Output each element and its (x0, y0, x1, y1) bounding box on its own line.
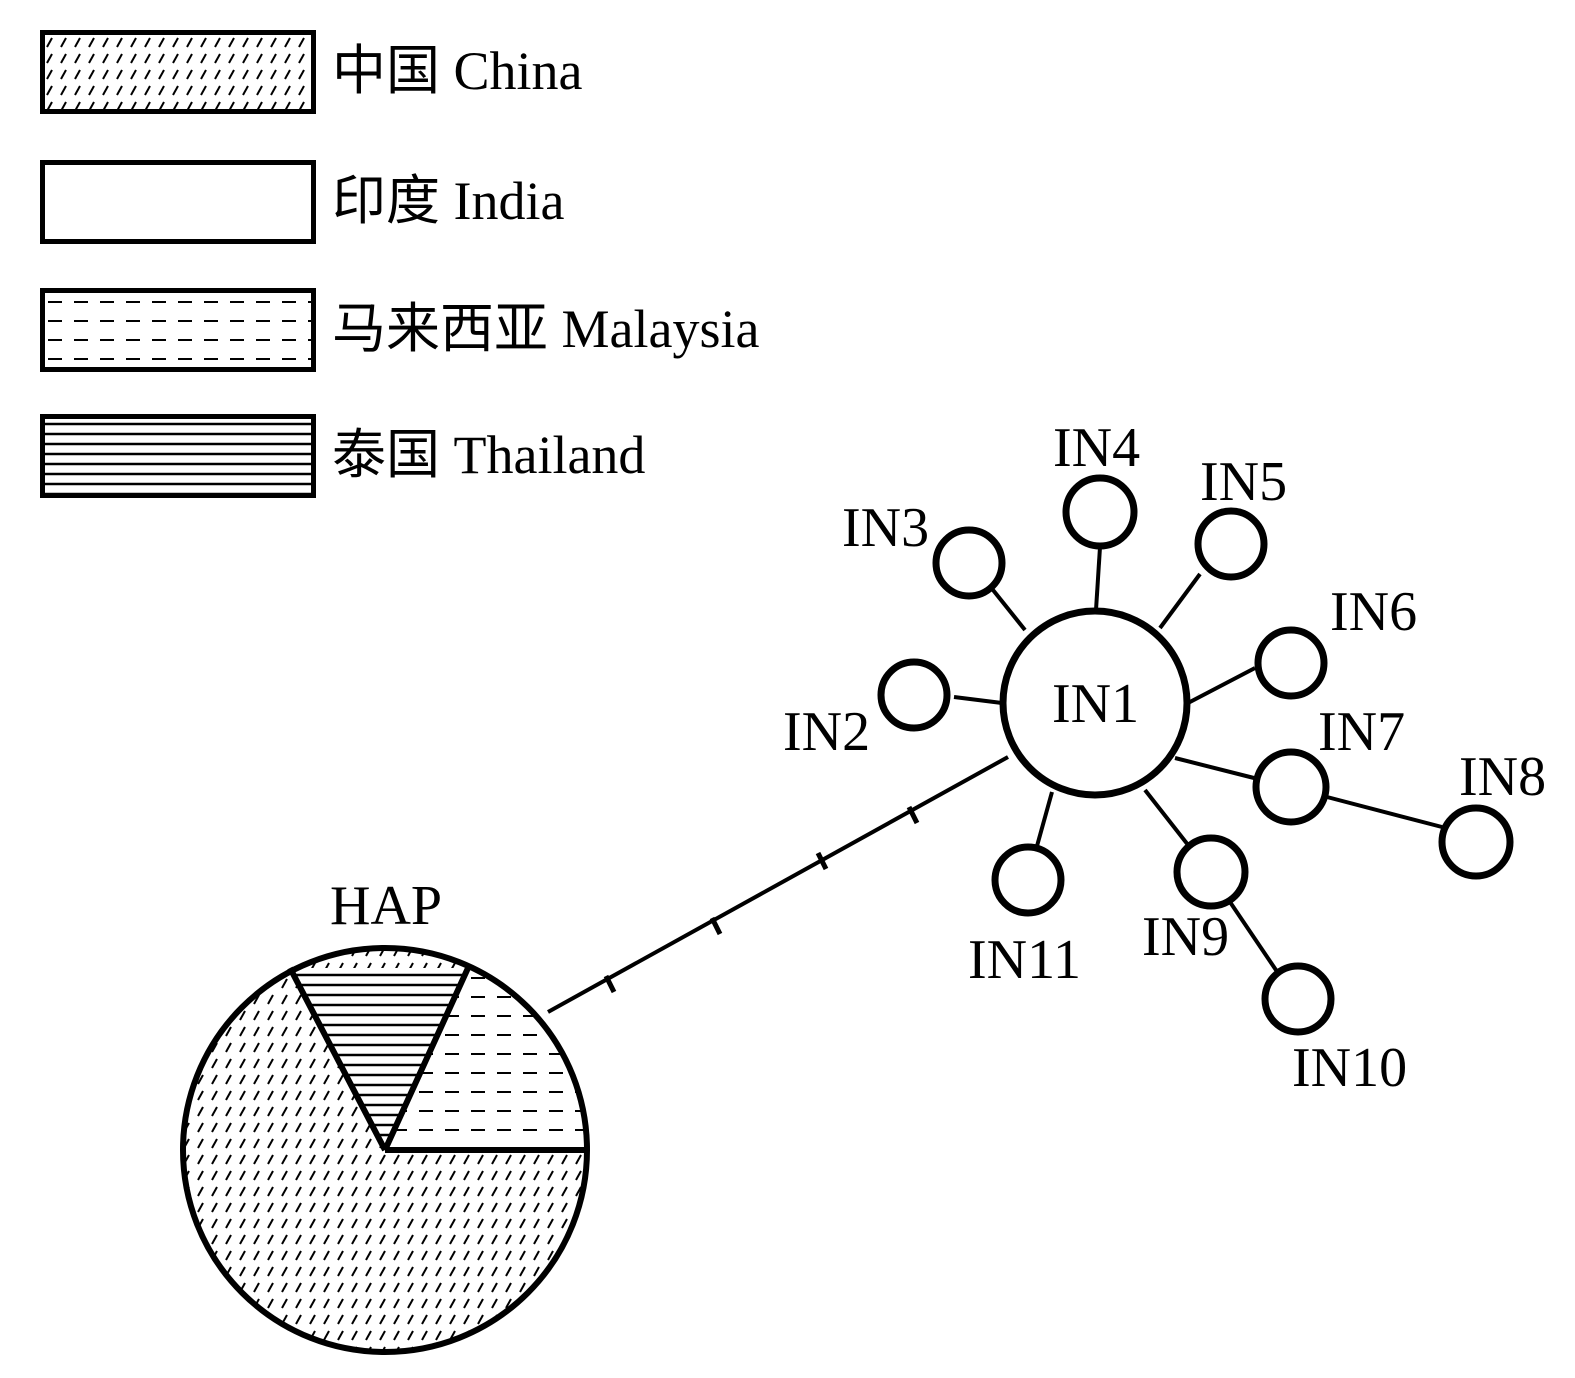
link-hap-in1 (547, 755, 1009, 1014)
node-hap (180, 945, 590, 1355)
node-in5 (1194, 507, 1268, 581)
label-in5: IN5 (1200, 451, 1287, 513)
label-in9: IN9 (1142, 906, 1229, 968)
node-labels: HAP IN1 IN2 IN3 IN4 IN5 IN6 IN7 IN8 IN9 … (330, 417, 1546, 1099)
legend-label-india: 印度 India (332, 171, 565, 231)
node-in4 (1062, 474, 1138, 550)
legend-swatch-china (40, 30, 316, 114)
node-in6 (1254, 626, 1328, 700)
legend-swatch-india (40, 160, 316, 244)
link-in1-in7 (1174, 756, 1255, 780)
node-in11 (991, 843, 1065, 917)
network-links (547, 546, 1443, 1014)
mutation-tick (603, 974, 617, 994)
legend-label-china: 中国 China (332, 41, 583, 101)
legend-swatch-thailand (40, 414, 316, 498)
label-in7: IN7 (1318, 701, 1405, 763)
label-in1: IN1 (1052, 673, 1139, 735)
link-in9-in10 (1228, 900, 1280, 975)
node-in10 (1261, 962, 1335, 1036)
label-hap: HAP (330, 875, 442, 937)
node-in3 (932, 526, 1006, 600)
label-in3: IN3 (842, 497, 929, 559)
mutation-tick (709, 916, 723, 936)
label-in11: IN11 (968, 929, 1081, 991)
link-in1-in11 (1035, 791, 1054, 847)
legend-label-thailand: 泰国 Thailand (332, 425, 646, 485)
node-in2 (877, 658, 951, 732)
label-in10: IN10 (1292, 1037, 1407, 1099)
label-in6: IN6 (1330, 581, 1417, 643)
link-in1-in6 (1187, 666, 1256, 705)
legend-swatch-malaysia (40, 288, 316, 372)
label-in8: IN8 (1459, 746, 1546, 808)
link-in1-in5 (1158, 572, 1202, 630)
link-in7-in8 (1326, 795, 1443, 829)
legend-label-malaysia: 马来西亚 Malaysia (332, 299, 760, 359)
label-in4: IN4 (1053, 417, 1140, 479)
link-in1-in9 (1143, 788, 1194, 852)
node-in8 (1438, 804, 1514, 880)
node-in7 (1252, 748, 1330, 826)
mutation-tick (815, 851, 829, 871)
mutation-tick (906, 805, 920, 825)
link-in1-in3 (991, 588, 1027, 632)
label-in2: IN2 (783, 701, 870, 763)
node-in1 (999, 607, 1191, 799)
link-in1-in2 (953, 695, 1003, 705)
node-in9 (1173, 834, 1249, 910)
haplotype-nodes (877, 474, 1514, 1036)
mutation-ticks (603, 805, 920, 994)
link-in1-in4 (1094, 546, 1102, 611)
